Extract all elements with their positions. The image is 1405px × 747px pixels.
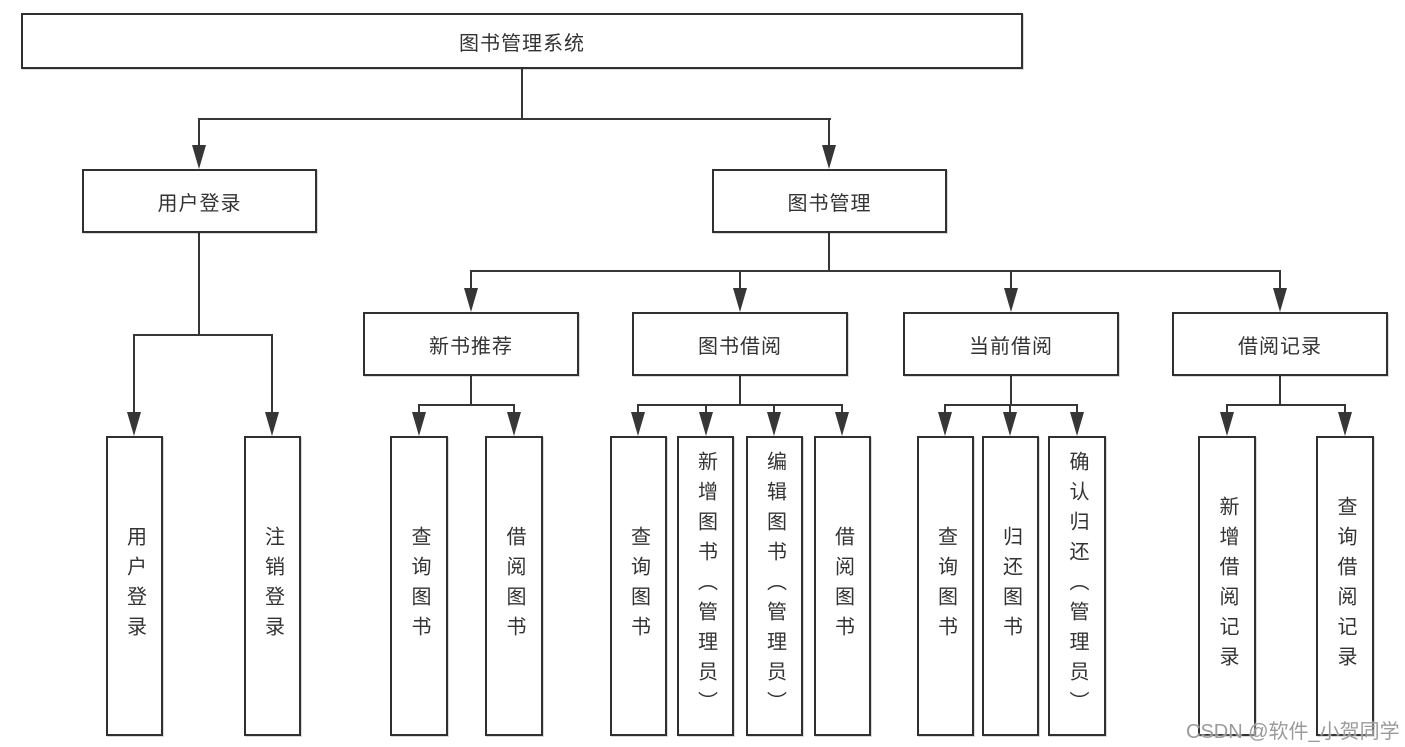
node-label: 查询图书: [627, 526, 650, 646]
leaf-add-borrow-record: 新增借阅记录: [1198, 436, 1256, 736]
arrow-down-icon: [412, 404, 426, 436]
arrow-down-icon: [1003, 404, 1017, 436]
node-label: 查询图书: [934, 526, 957, 646]
arrow-down-icon: [265, 334, 279, 436]
arrow-down-icon: [1070, 404, 1084, 436]
node-label: 归还图书: [999, 526, 1022, 646]
arrow-down-icon: [822, 118, 836, 169]
connector-line: [1010, 376, 1012, 405]
leaf-borrow-books-recommend: 借阅图书: [485, 436, 543, 736]
connector-line: [418, 404, 515, 406]
node-label: 图书管理: [787, 192, 872, 215]
connector-line: [470, 376, 472, 405]
arrow-down-icon: [835, 404, 849, 436]
arrow-down-icon: [1338, 404, 1352, 436]
node-label: 图书管理系统: [459, 32, 585, 55]
connector-line: [828, 233, 830, 272]
csdn-watermark: CSDN @软件_小贺同学: [1186, 721, 1400, 743]
node-label: 用户登录: [157, 192, 242, 215]
leaf-add-books-admin: 新增图书（管理员）: [677, 436, 734, 736]
leaf-query-books-borrow: 查询图书: [610, 436, 667, 736]
node-label: 新增图书（管理员）: [694, 451, 717, 721]
node-label: 确认归还（管理员）: [1066, 451, 1088, 721]
node-label: 新增借阅记录: [1216, 496, 1238, 676]
node-label: 借阅记录: [1238, 335, 1322, 358]
connector-line: [944, 404, 1078, 406]
leaf-query-books-recommend: 查询图书: [390, 436, 448, 736]
arrow-down-icon: [767, 404, 781, 436]
arrow-down-icon: [127, 334, 141, 436]
node-book-management: 图书管理: [712, 169, 947, 233]
node-borrowing-records: 借阅记录: [1172, 312, 1388, 376]
node-label: 查询借阅记录: [1334, 496, 1356, 676]
node-label: 图书借阅: [698, 335, 782, 358]
arrow-down-icon: [1273, 270, 1287, 312]
connector-line: [521, 69, 523, 120]
leaf-query-books-current: 查询图书: [917, 436, 974, 736]
connector-line: [1279, 376, 1281, 405]
leaf-edit-books-admin: 编辑图书（管理员）: [746, 436, 803, 736]
node-label: 编辑图书（管理员）: [763, 451, 786, 721]
connector-line: [470, 270, 1281, 272]
leaf-return-books: 归还图书: [982, 436, 1039, 736]
arrow-down-icon: [631, 404, 645, 436]
node-label: 新书推荐: [429, 335, 513, 358]
node-new-book-recommendation: 新书推荐: [363, 312, 579, 376]
connector-line: [133, 334, 273, 336]
arrow-down-icon: [507, 404, 521, 436]
node-current-borrowing: 当前借阅: [903, 312, 1119, 376]
node-label: 当前借阅: [969, 335, 1053, 358]
arrow-down-icon: [938, 404, 952, 436]
leaf-borrow-books: 借阅图书: [814, 436, 871, 736]
node-label: 借阅图书: [503, 526, 525, 646]
arrow-down-icon: [464, 270, 478, 312]
connector-line: [198, 233, 200, 336]
node-book-borrowing: 图书借阅: [632, 312, 848, 376]
node-label: 用户登录: [123, 526, 146, 646]
node-user-login: 用户登录: [82, 169, 317, 233]
node-library-management-system: 图书管理系统: [21, 13, 1023, 69]
leaf-confirm-return-admin: 确认归还（管理员）: [1048, 436, 1106, 736]
connector-line: [637, 404, 843, 406]
leaf-user-login: 用户登录: [106, 436, 163, 736]
node-label: 注销登录: [261, 526, 284, 646]
connector-line: [198, 118, 831, 120]
node-label: 借阅图书: [831, 526, 854, 646]
connector-line: [1226, 404, 1346, 406]
arrow-down-icon: [192, 118, 206, 169]
leaf-query-borrow-record: 查询借阅记录: [1316, 436, 1374, 736]
node-label: 查询图书: [408, 526, 430, 646]
arrow-down-icon: [699, 404, 713, 436]
arrow-down-icon: [1004, 270, 1018, 312]
connector-line: [739, 376, 741, 405]
arrow-down-icon: [733, 270, 747, 312]
arrow-down-icon: [1220, 404, 1234, 436]
leaf-logout: 注销登录: [244, 436, 301, 736]
